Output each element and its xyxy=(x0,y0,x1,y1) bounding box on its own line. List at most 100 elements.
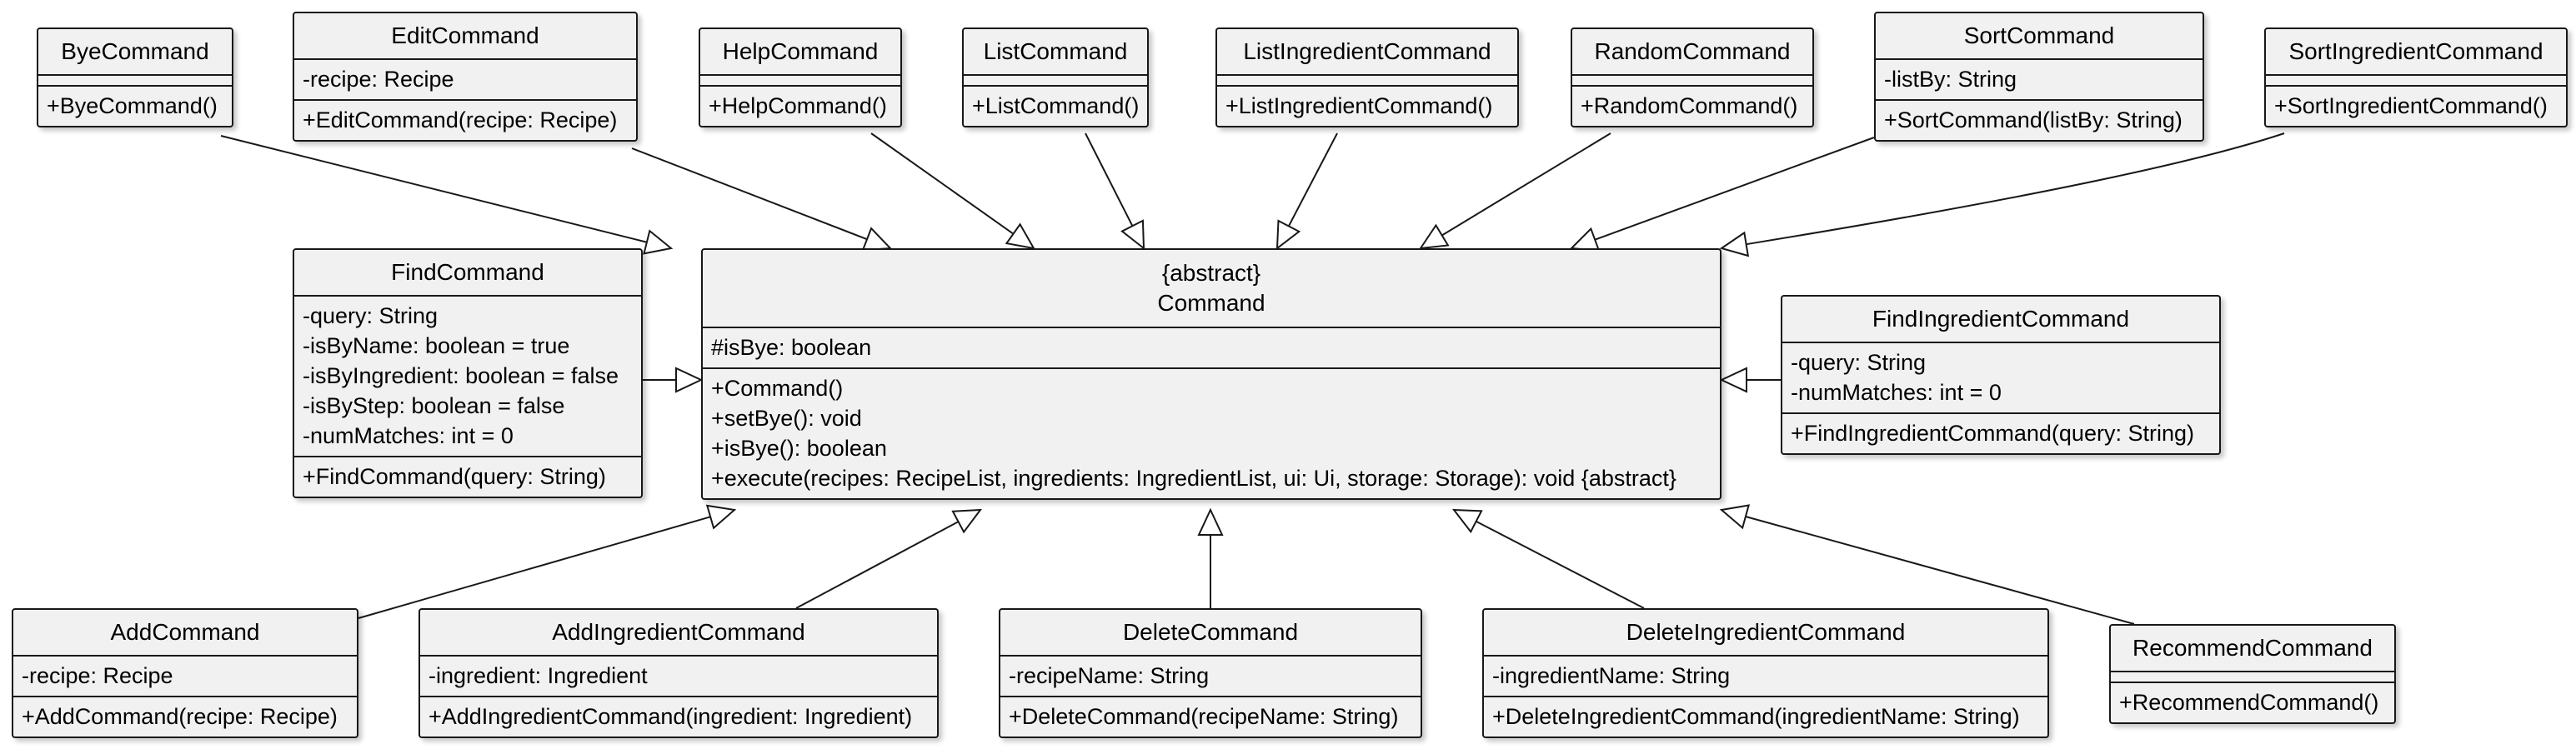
inheritance-line-listIngredient xyxy=(1287,132,1338,227)
class-name: ListIngredientCommand xyxy=(1243,38,1491,64)
method: +AddIngredientCommand(ingredient: Ingred… xyxy=(428,704,913,729)
method: +setBye(): void xyxy=(711,406,862,431)
method: +ListCommand() xyxy=(972,93,1140,118)
attributes-section xyxy=(700,76,900,87)
class-box-delete: DeleteCommand -recipeName: String +DeleteC… xyxy=(999,608,1422,738)
attributes-section: #isBye: boolean xyxy=(703,328,1720,369)
class-name: AddIngredientCommand xyxy=(552,619,805,645)
inheritance-arrowhead-find xyxy=(675,367,704,393)
methods-section: +Command() +setBye(): void +isBye(): boole… xyxy=(703,369,1720,498)
class-header: AddIngredientCommand xyxy=(420,610,937,657)
attributes-section: -listBy: String xyxy=(1876,60,2203,101)
methods-section: +SortCommand(listBy: String) xyxy=(1876,101,2203,140)
attributes-section: -query: String-numMatches: int = 0 xyxy=(1782,343,2219,414)
attributes-section: -ingredientName: String xyxy=(1484,657,2047,697)
class-box-add: AddCommand-recipe: Recipe+AddCommand(rec… xyxy=(12,608,358,738)
class-header: SortIngredientCommand xyxy=(2266,29,2566,76)
inheritance-line-add xyxy=(358,516,711,619)
methods-section: +ByeCommand() xyxy=(38,87,232,126)
inheritance-line-deleteIngredient xyxy=(1476,520,1645,609)
attributes-section: -recipe: Recipe xyxy=(13,657,357,697)
class-header: RecommendCommand xyxy=(2111,626,2394,672)
inheritance-line-sortIngredient xyxy=(1746,132,2285,246)
attributes-section xyxy=(38,76,232,87)
methods-section: +HelpCommand() xyxy=(700,87,900,126)
method: +Command() xyxy=(711,376,844,401)
inheritance-line-addIngredient xyxy=(795,521,960,609)
class-name: FindIngredientCommand xyxy=(1872,306,2130,332)
attribute: -ingredient: Ingredient xyxy=(428,663,648,688)
attribute: -query: String xyxy=(303,303,439,328)
methods-section: +FindCommand(query: String) xyxy=(294,457,641,497)
class-header: ListCommand xyxy=(964,29,1147,76)
inheritance-arrowhead-listIngredient xyxy=(1275,219,1301,251)
methods-section: +AddIngredientCommand(ingredient: Ingred… xyxy=(420,697,937,737)
class-box-deleteIngredient: DeleteIngredientCommand -ingredientName: … xyxy=(1482,608,2049,738)
method: +ListIngredientCommand() xyxy=(1225,93,1493,118)
attribute: -query: String xyxy=(1791,350,1927,375)
method: +EditCommand(recipe: Recipe) xyxy=(303,107,618,132)
class-header: FindIngredientCommand xyxy=(1782,297,2219,343)
attributes-section xyxy=(1572,76,1812,87)
class-box-findIngredient: FindIngredientCommand -query: String-numM… xyxy=(1781,295,2221,455)
class-stereotype: {abstract} xyxy=(1161,260,1261,286)
class-box-edit: EditCommand -recipe: Recipe +EditCommand(r… xyxy=(293,12,638,142)
class-header: DeleteIngredientCommand xyxy=(1484,610,2047,657)
class-name: HelpCommand xyxy=(722,38,879,64)
inheritance-arrowhead-random xyxy=(1418,223,1450,250)
inheritance-line-help xyxy=(870,132,1015,235)
class-header: DeleteCommand xyxy=(1000,610,1421,657)
method: +RecommendCommand() xyxy=(2119,690,2379,715)
inheritance-arrowhead-addIngredient xyxy=(951,508,983,534)
class-name: DeleteCommand xyxy=(1122,619,1299,645)
class-name: AddCommand xyxy=(110,619,260,645)
class-header: EditCommand xyxy=(294,13,636,60)
class-box-help: HelpCommand +HelpCommand() xyxy=(699,27,902,127)
method: +FindIngredientCommand(query: String) xyxy=(1791,421,2194,446)
inheritance-line-sort xyxy=(1594,137,1875,241)
inheritance-arrowhead-bye xyxy=(643,229,674,255)
attributes-section xyxy=(2111,672,2394,683)
class-name: SortIngredientCommand xyxy=(2288,38,2543,64)
methods-section: +ListCommand() xyxy=(964,87,1147,126)
class-box-recommend: RecommendCommand +RecommendCommand() xyxy=(2109,624,2396,724)
inheritance-arrowhead-delete xyxy=(1197,507,1224,536)
methods-section: +RecommendCommand() xyxy=(2111,683,2394,722)
attribute: -recipeName: String xyxy=(1009,663,1210,688)
attribute: -listBy: String xyxy=(1884,67,2017,92)
method: +isBye(): boolean xyxy=(711,436,887,461)
method: +DeleteIngredientCommand(ingredientName:… xyxy=(1492,704,2020,729)
attribute: -recipe: Recipe xyxy=(303,67,454,92)
inheritance-arrowhead-recommend xyxy=(1719,504,1751,530)
class-name: ByeCommand xyxy=(61,38,209,64)
class-name: DeleteIngredientCommand xyxy=(1626,619,1906,645)
class-header: RandomCommand xyxy=(1572,29,1812,76)
class-box-list: ListCommand +ListCommand() xyxy=(962,27,1149,127)
methods-section: +FindIngredientCommand(query: String) xyxy=(1782,414,2219,453)
class-box-random: RandomCommand+RandomCommand() xyxy=(1571,27,1814,127)
inheritance-line-edit xyxy=(631,147,868,241)
attribute: -ingredientName: String xyxy=(1492,663,1731,688)
class-header: {abstract}Command xyxy=(703,250,1720,328)
method: +SortCommand(listBy: String) xyxy=(1884,107,2183,132)
attributes-section: -query: String-isByName: boolean = true-… xyxy=(294,297,641,457)
method: +ByeCommand() xyxy=(47,93,218,118)
methods-section: +SortIngredientCommand() xyxy=(2266,87,2566,126)
class-name: RandomCommand xyxy=(1594,38,1791,64)
inheritance-arrowhead-add xyxy=(705,504,737,530)
class-box-addIngredient: AddIngredientCommand -ingredient: Ingredi… xyxy=(418,608,939,738)
inheritance-arrowhead-help xyxy=(1005,222,1035,250)
methods-section: +DeleteCommand(recipeName: String) xyxy=(1000,697,1421,737)
inheritance-arrowhead-sortIngredient xyxy=(1719,231,1750,257)
methods-section: +DeleteIngredientCommand(ingredientName:… xyxy=(1484,697,2047,737)
class-header: ListIngredientCommand xyxy=(1217,29,1517,76)
class-name: RecommendCommand xyxy=(2132,635,2373,661)
attributes-section: -recipeName: String xyxy=(1000,657,1421,697)
inheritance-arrowhead-sort xyxy=(1569,227,1601,252)
attributes-section: -ingredient: Ingredient xyxy=(420,657,937,697)
attributes-section: -recipe: Recipe xyxy=(294,60,636,101)
inheritance-line-random xyxy=(1441,132,1611,237)
class-header: ByeCommand xyxy=(38,29,232,76)
inheritance-arrowhead-findIngredient xyxy=(1719,367,1747,393)
